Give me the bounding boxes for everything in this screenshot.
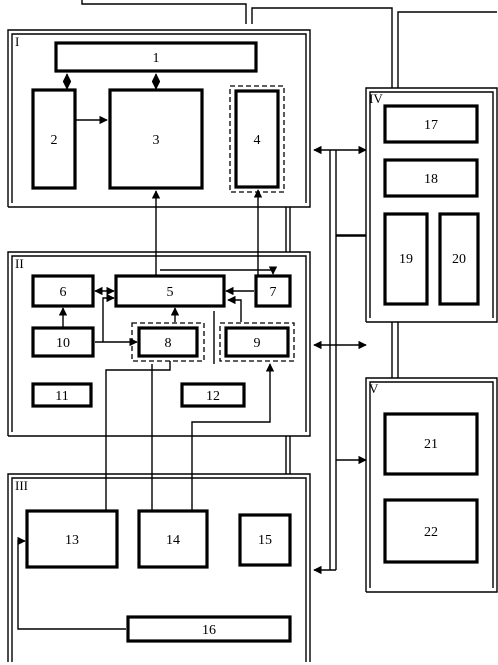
section-label-i: I [15, 34, 19, 49]
block-13-label: 13 [65, 533, 79, 548]
block-16-label: 16 [202, 623, 216, 638]
block-9-label: 9 [254, 336, 261, 351]
block-1-label: 1 [153, 51, 160, 66]
section-v [383, 412, 479, 564]
block-20 [438, 212, 480, 306]
section-labels: I II III IV V [15, 34, 383, 493]
section-frames [7, 29, 498, 662]
section-iv-frame [365, 87, 498, 323]
block-11 [31, 382, 93, 408]
block-8 [137, 326, 199, 358]
block-18-label: 18 [424, 172, 438, 187]
block-21 [383, 412, 479, 476]
block-12 [180, 382, 246, 408]
block-6-label: 6 [60, 285, 67, 300]
section-label-ii: II [15, 256, 24, 271]
section-iii [17, 311, 292, 643]
section-v-frame [365, 377, 498, 593]
section-iii-frame [7, 473, 311, 662]
section-i [31, 41, 285, 193]
block-14 [137, 509, 209, 569]
block-22 [383, 498, 479, 564]
section-label-iii: III [15, 478, 28, 493]
section-label-v: V [369, 381, 379, 396]
block-2 [31, 88, 77, 190]
block-21-label: 21 [424, 437, 438, 452]
block-10 [31, 326, 95, 358]
block-15-label: 15 [258, 533, 272, 548]
block-7-label: 7 [270, 285, 277, 300]
block-7 [254, 274, 292, 308]
block-1 [54, 41, 258, 73]
block-9-outline [219, 322, 295, 362]
block-9 [224, 326, 290, 358]
block-10-label: 10 [56, 336, 70, 351]
section-i-frame [7, 29, 311, 208]
block-15 [238, 513, 292, 567]
block-22-label: 22 [424, 525, 438, 540]
section-ii [31, 189, 295, 408]
block-2-label: 2 [51, 133, 58, 148]
block-13 [25, 509, 119, 569]
block-17-label: 17 [424, 118, 438, 133]
block-14-label: 14 [166, 533, 180, 548]
block-3 [108, 88, 204, 190]
block-19 [383, 212, 429, 306]
block-labels: 1 2 3 4 5 6 7 8 9 10 11 12 13 14 15 16 1… [51, 51, 467, 638]
section-label-iv: IV [369, 91, 383, 106]
block-5 [114, 274, 226, 308]
block-3-label: 3 [153, 133, 160, 148]
block-17 [383, 104, 479, 144]
block-5-label: 5 [167, 285, 174, 300]
block-6 [31, 274, 95, 308]
section-ii-frame [7, 251, 311, 437]
bus-lines [81, 0, 497, 575]
block-11-label: 11 [55, 389, 68, 404]
block-4-label: 4 [254, 133, 261, 148]
block-4 [234, 89, 280, 189]
block-16 [126, 615, 292, 643]
block-18 [383, 158, 479, 198]
block-12-label: 12 [206, 389, 220, 404]
section-iv [383, 104, 480, 306]
block-8-label: 8 [165, 336, 172, 351]
block-19-label: 19 [399, 252, 413, 267]
block-20-label: 20 [452, 252, 466, 267]
